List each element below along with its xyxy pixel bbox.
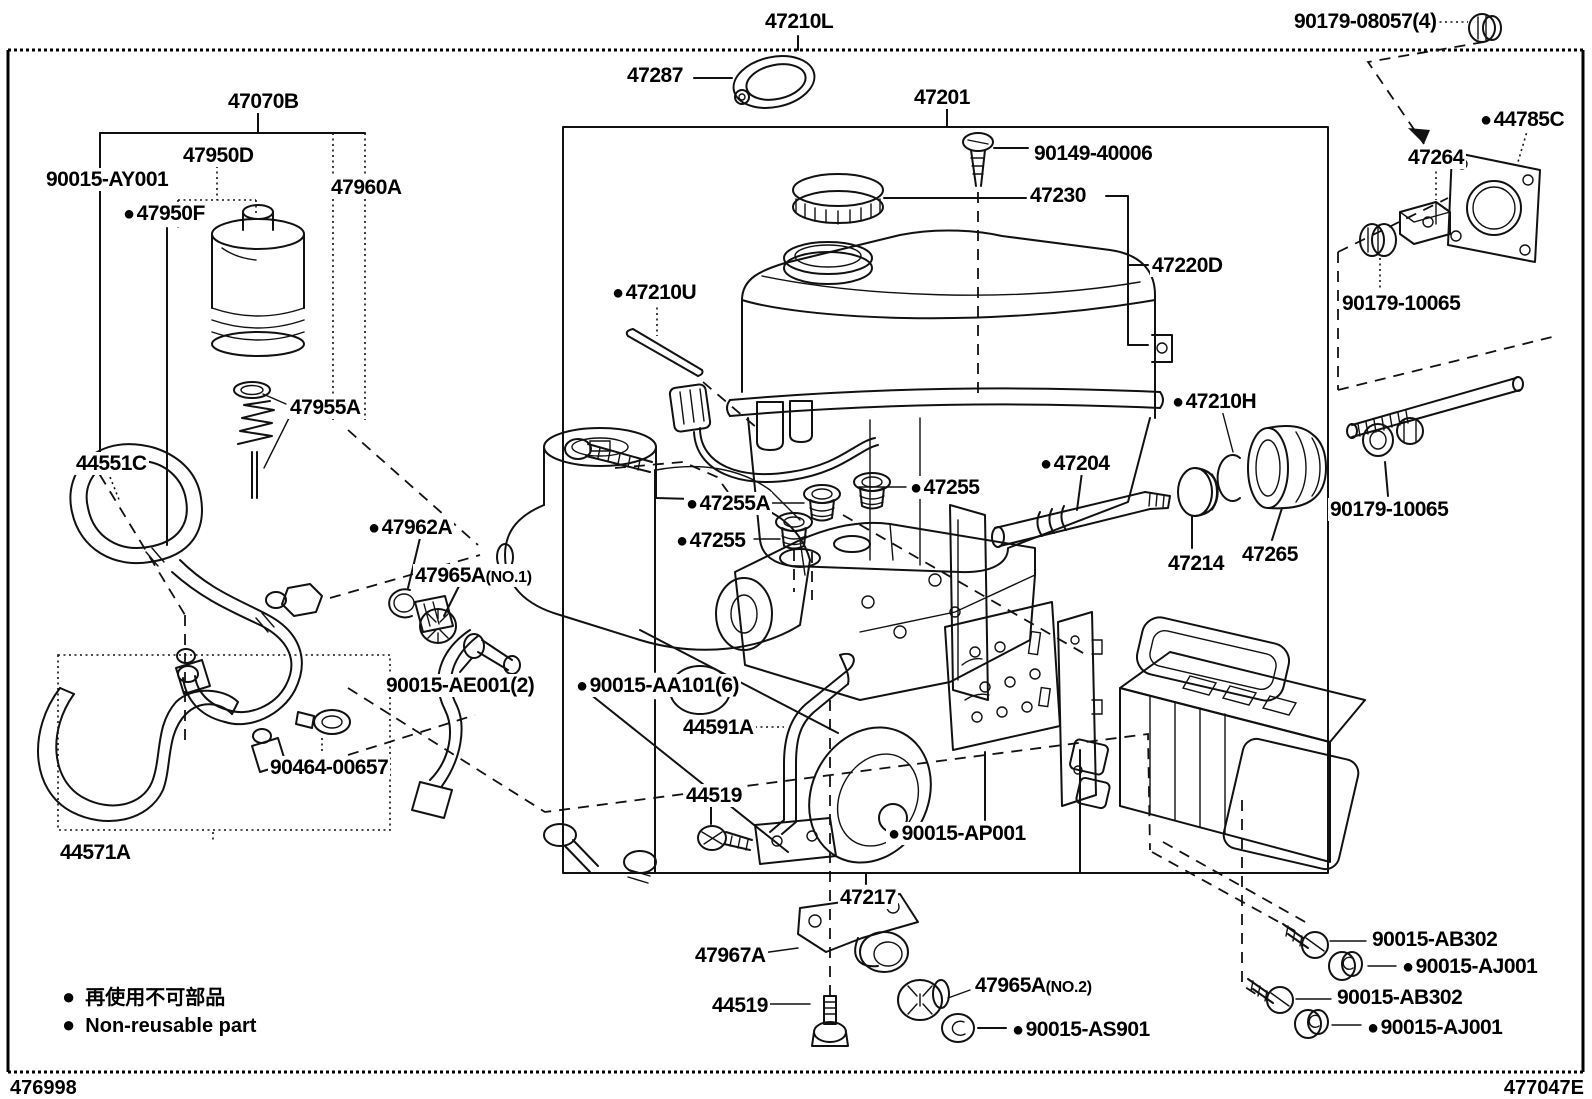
mount-screws-group [348,688,1396,1038]
part-label-47962a: ●47962A [366,516,455,539]
part-label-90015-aa101: ●90015-AA101(6) [574,674,742,697]
part-label-47220d: 47220D [1150,254,1225,277]
gasket-plate [945,602,1060,820]
hose-44571a [38,649,390,843]
part-label-47960a: 47960A [329,176,404,199]
main-assembly-box [563,36,1328,873]
master-cylinder-drawing [716,505,1035,700]
non-reusable-dot: ● [686,493,698,515]
part-label-47204: ●47204 [1038,452,1112,475]
part-label-47264: 47264 [1406,146,1466,169]
part-label-47210u: ●47210U [610,281,699,304]
part-label-47967a: 47967A [693,944,768,967]
accumulator-drawing [212,205,304,498]
accumulator-box [100,112,365,545]
part-label-47217: 47217 [838,886,898,909]
non-reusable-dot: ● [368,517,380,539]
part-label-90015-as901: ●90015-AS901 [1010,1018,1152,1041]
non-reusable-dot: ● [576,675,588,697]
level-gauge-47210u [627,302,878,482]
part-label-90015-ae001: 90015-AE001(2) [384,674,537,697]
bolt-aa101 [565,439,728,873]
non-reusable-dot: ● [1172,391,1184,413]
part-label-47210h: ●47210H [1170,390,1259,413]
reservoir-grommets [754,473,906,600]
part-label-90015-ay001: 90015-AY001 [44,168,171,191]
part-label-90015-aj001-a: ●90015-AJ001 [1400,955,1540,978]
right-parts-group [1338,14,1556,496]
actuator-bracket-lines [830,700,1080,995]
part-label-90015-ab302-a: 90015-AB302 [1370,928,1500,951]
part-label-44571a: 44571A [58,841,133,864]
part-label-90464-00657: 90464-00657 [268,756,391,779]
legend-non-reusable-en: ●Non-reusable part [62,1012,257,1037]
part-label-90015-ap001: ●90015-AP001 [886,822,1028,845]
construction-lines [100,430,1090,755]
non-reusable-dot: ● [62,1012,76,1037]
part-label-90015-aj001-b: ●90015-AJ001 [1365,1016,1505,1039]
part-label-47255-left: ●47255 [674,529,748,552]
diagram-code-right: 477047E [1503,1077,1584,1099]
part-label-47965a-no2: 47965A(NO.2) [973,974,1094,997]
non-reusable-dot: ● [1040,453,1052,475]
page-border [8,50,1583,1072]
part-label-47965a-no1: 47965A(NO.1) [413,564,534,587]
pump-small-parts [389,538,520,674]
part-label-47201: 47201 [912,86,972,109]
part-label-90015-ab302-b: 90015-AB302 [1335,986,1465,1009]
lower-bracket-group [762,894,1006,1046]
non-reusable-dot: ● [676,530,688,552]
bracket-44591a [755,654,854,864]
non-reusable-dot: ● [1367,1017,1379,1039]
tube-assembly-44551c [70,444,322,724]
part-label-47950f: ●47950F [121,202,207,225]
part-label-47255a: ●47255A [684,492,773,515]
part-label-44519-upper: 44519 [684,784,744,807]
legend-non-reusable-jp: ●再使用不可部品 [62,984,226,1009]
non-reusable-dot: ● [910,477,922,499]
part-label-47265: 47265 [1240,543,1300,566]
part-label-47210l: 47210L [763,10,836,33]
clamp-90464 [296,710,350,754]
gasket-47287 [694,49,819,115]
part-label-90179-10065-b: 90179-10065 [1328,498,1451,521]
non-reusable-dot: ● [62,984,76,1009]
non-reusable-dot: ● [1480,109,1492,131]
pushrod-group [992,410,1326,548]
part-label-44551c: 44551C [74,452,149,475]
part-label-47955a: 47955A [288,396,363,419]
part-label-47255-right: ●47255 [908,476,982,499]
part-label-47230: 47230 [1028,184,1088,207]
ecu-actuator-drawing [1058,612,1365,872]
diagram-code-left: 476998 [10,1077,77,1099]
bolt-44519-upper [698,804,752,850]
part-label-90149-40006: 90149-40006 [1032,142,1155,165]
part-label-44591a: 44591A [681,716,756,739]
non-reusable-dot: ● [1012,1019,1024,1041]
non-reusable-dot: ● [123,203,135,225]
reservoir-drawing [727,133,1172,572]
pump-assembly-drawing [412,428,954,884]
part-label-90179-10065-a: 90179-10065 [1340,292,1463,315]
part-label-47950d: 47950D [181,144,256,167]
non-reusable-dot: ● [612,282,624,304]
part-label-44785c: ●44785C [1478,108,1567,131]
part-label-44519-lower: 44519 [710,994,770,1017]
non-reusable-dot: ● [888,823,900,845]
part-label-47287: 47287 [625,64,685,87]
part-label-47214: 47214 [1166,552,1226,575]
snap-ring-47210h [1218,455,1240,501]
non-reusable-dot: ● [1402,956,1414,978]
part-label-90179-08057: 90179-08057(4) [1292,10,1439,33]
spring-47955a [238,401,274,444]
part-label-47070b: 47070B [226,90,301,113]
